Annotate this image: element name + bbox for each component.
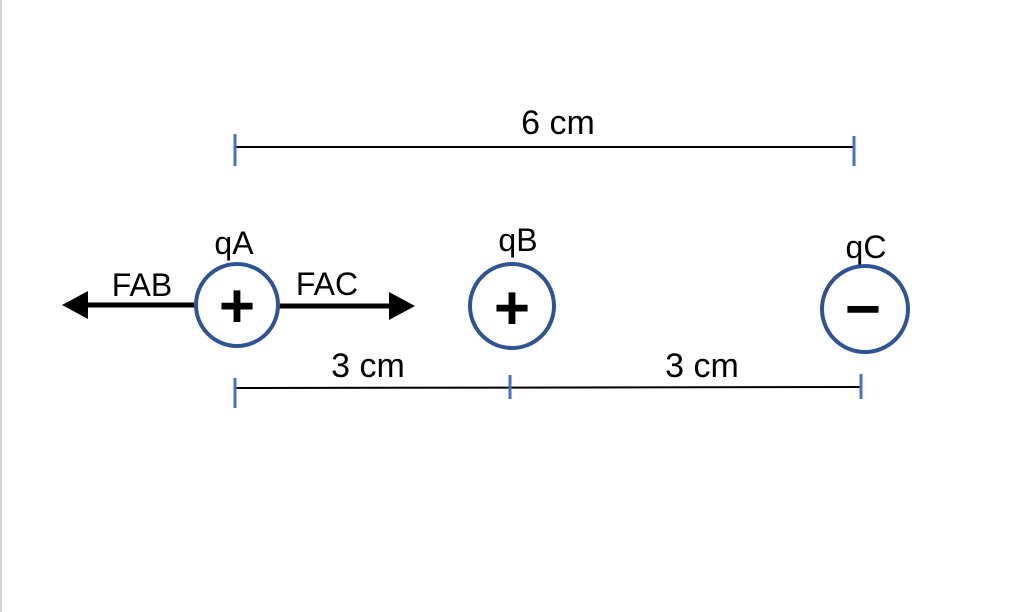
dimension-label-top: 6 cm — [521, 104, 595, 142]
charge-sign-qa: + — [218, 271, 256, 341]
charge-sign-qc: − — [844, 274, 882, 344]
force-fac-arrowhead — [389, 292, 415, 320]
dimension-label-bottom-right: 3 cm — [665, 347, 739, 385]
force-label-fab: FAB — [111, 267, 173, 303]
force-label-fac: FAC — [295, 266, 359, 302]
charge-circle-qc — [820, 264, 910, 354]
dimension-label-bottom-left: 3 cm — [331, 347, 405, 385]
charge-label-qb: qB — [498, 222, 538, 258]
charge-sign-qb: + — [493, 273, 531, 343]
dimension-line-bottom — [234, 386, 863, 389]
charge-circle-qb — [468, 262, 556, 350]
charge-label-qa: qA — [214, 225, 254, 261]
force-fab-arrowhead — [62, 291, 88, 319]
charge-label-qc: qC — [845, 229, 887, 265]
charge-circle-qa — [194, 262, 280, 348]
